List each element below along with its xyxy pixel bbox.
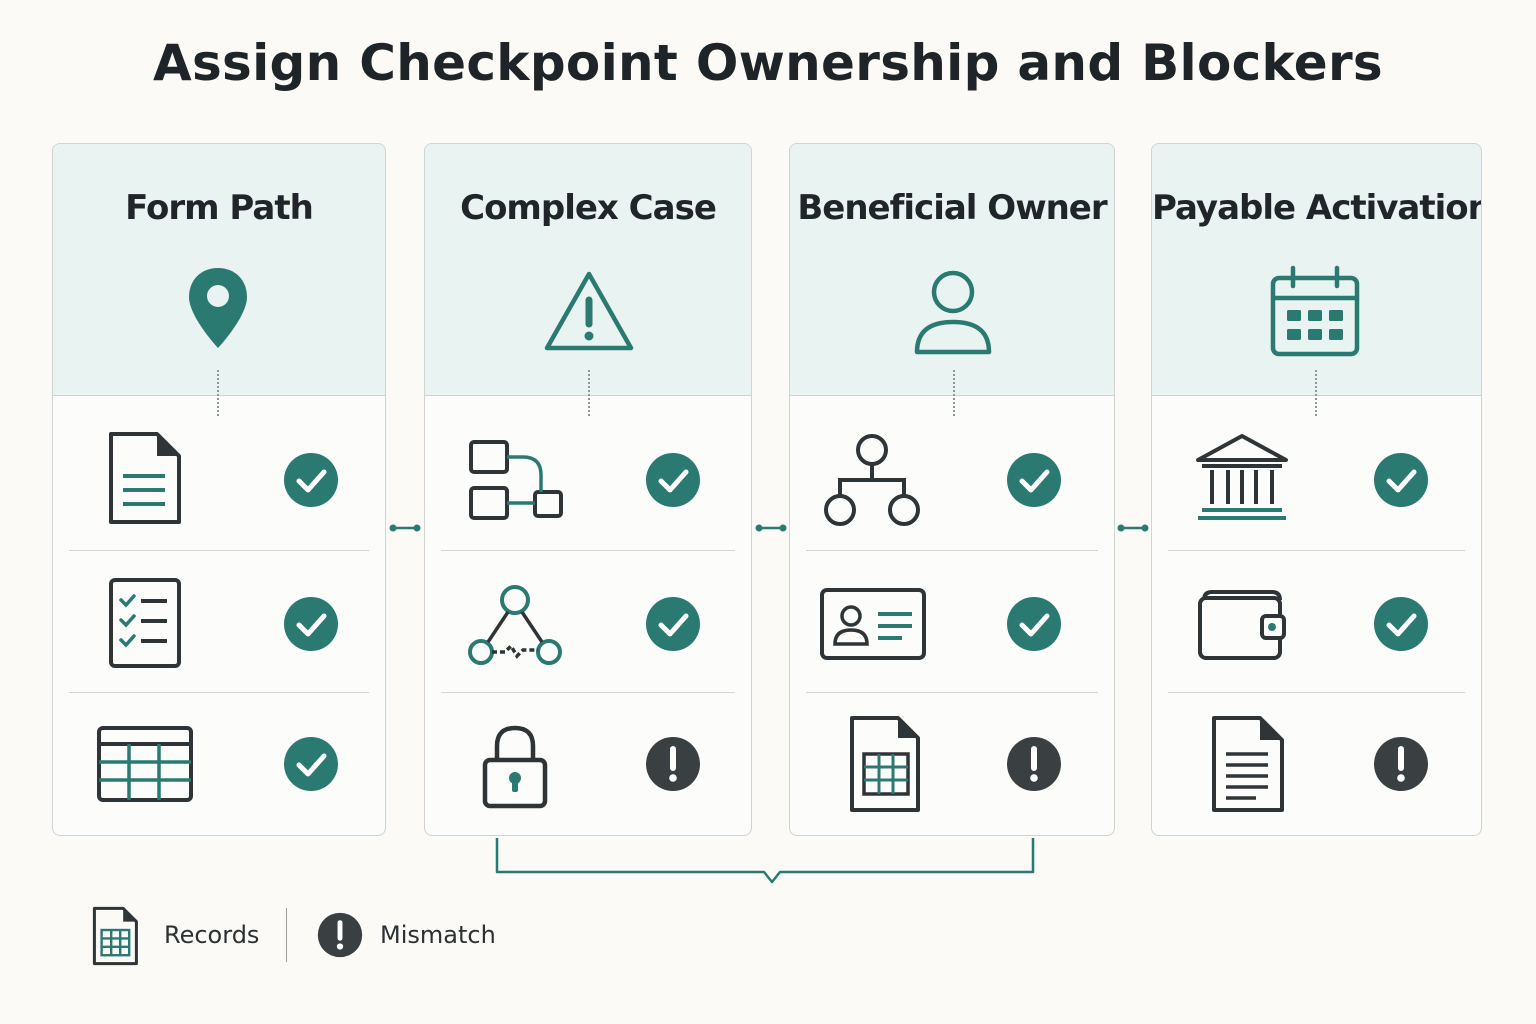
list-item xyxy=(806,554,1098,694)
check-circle-icon xyxy=(1007,597,1061,651)
network-triangle-icon xyxy=(468,585,562,665)
link-connector-icon xyxy=(1117,524,1149,532)
check-circle-icon xyxy=(284,597,338,651)
spreadsheet-file-icon xyxy=(92,906,138,966)
list-item xyxy=(806,694,1098,834)
column-title: Payable Activation xyxy=(1152,188,1482,228)
person-icon xyxy=(914,270,992,355)
table-grid-icon xyxy=(97,726,193,802)
org-hierarchy-icon xyxy=(824,434,920,526)
column-header: Form Path xyxy=(53,144,385,396)
column-title: Beneficial Owner xyxy=(797,188,1107,228)
mismatch-alert-icon xyxy=(317,912,363,958)
list-item xyxy=(1168,554,1465,694)
padlock-icon xyxy=(482,725,548,809)
warning-triangle-icon xyxy=(544,271,634,351)
check-circle-icon xyxy=(284,453,338,507)
mismatch-alert-icon xyxy=(646,737,700,791)
page-title: Assign Checkpoint Ownership and Blockers xyxy=(153,34,1383,92)
id-card-icon xyxy=(820,588,926,660)
list-item xyxy=(441,410,735,550)
calendar-icon xyxy=(1270,265,1360,357)
list-item xyxy=(1168,694,1465,834)
list-item xyxy=(69,554,369,694)
check-circle-icon xyxy=(646,597,700,651)
legend-label-mismatch: Mismatch xyxy=(380,921,496,949)
wallet-icon xyxy=(1198,590,1286,660)
check-circle-icon xyxy=(1374,453,1428,507)
dotted-connector xyxy=(588,370,590,416)
divider xyxy=(806,550,1098,551)
text-document-icon xyxy=(1212,716,1284,812)
column-header: Complex Case xyxy=(425,144,751,396)
bank-building-icon xyxy=(1196,434,1288,520)
dotted-connector xyxy=(953,370,955,416)
legend-label-records: Records xyxy=(164,921,260,949)
spreadsheet-file-icon xyxy=(850,716,920,812)
flowchart-icon xyxy=(469,440,563,520)
checklist-icon xyxy=(109,578,181,668)
column-header: Payable Activation xyxy=(1152,144,1481,396)
list-item xyxy=(1168,410,1465,550)
link-connector-icon xyxy=(389,524,421,532)
document-icon xyxy=(109,432,181,524)
column-title: Complex Case xyxy=(460,188,717,228)
location-pin-icon xyxy=(189,268,247,348)
mismatch-alert-icon xyxy=(1007,737,1061,791)
list-item xyxy=(69,410,369,550)
divider xyxy=(69,550,369,551)
divider xyxy=(441,692,735,693)
divider xyxy=(441,550,735,551)
legend-divider xyxy=(286,908,287,962)
link-connector-icon xyxy=(755,524,787,532)
dotted-connector xyxy=(1315,370,1317,416)
legend: Records Mismatch xyxy=(0,900,600,970)
grouping-bracket xyxy=(495,838,1035,884)
divider xyxy=(1168,692,1465,693)
check-circle-icon xyxy=(1374,597,1428,651)
column-header: Beneficial Owner xyxy=(790,144,1114,396)
check-circle-icon xyxy=(1007,453,1061,507)
dotted-connector xyxy=(217,370,219,416)
list-item xyxy=(441,694,735,834)
column-payable-activation: Payable Activation xyxy=(1151,143,1482,836)
column-title: Form Path xyxy=(125,188,314,228)
check-circle-icon xyxy=(284,737,338,791)
list-item xyxy=(806,410,1098,550)
divider xyxy=(806,692,1098,693)
column-form-path: Form Path xyxy=(52,143,386,836)
mismatch-alert-icon xyxy=(1374,737,1428,791)
divider xyxy=(69,692,369,693)
column-complex-case: Complex Case xyxy=(424,143,752,836)
column-beneficial-owner: Beneficial Owner xyxy=(789,143,1115,836)
list-item xyxy=(441,554,735,694)
list-item xyxy=(69,694,369,834)
divider xyxy=(1168,550,1465,551)
check-circle-icon xyxy=(646,453,700,507)
